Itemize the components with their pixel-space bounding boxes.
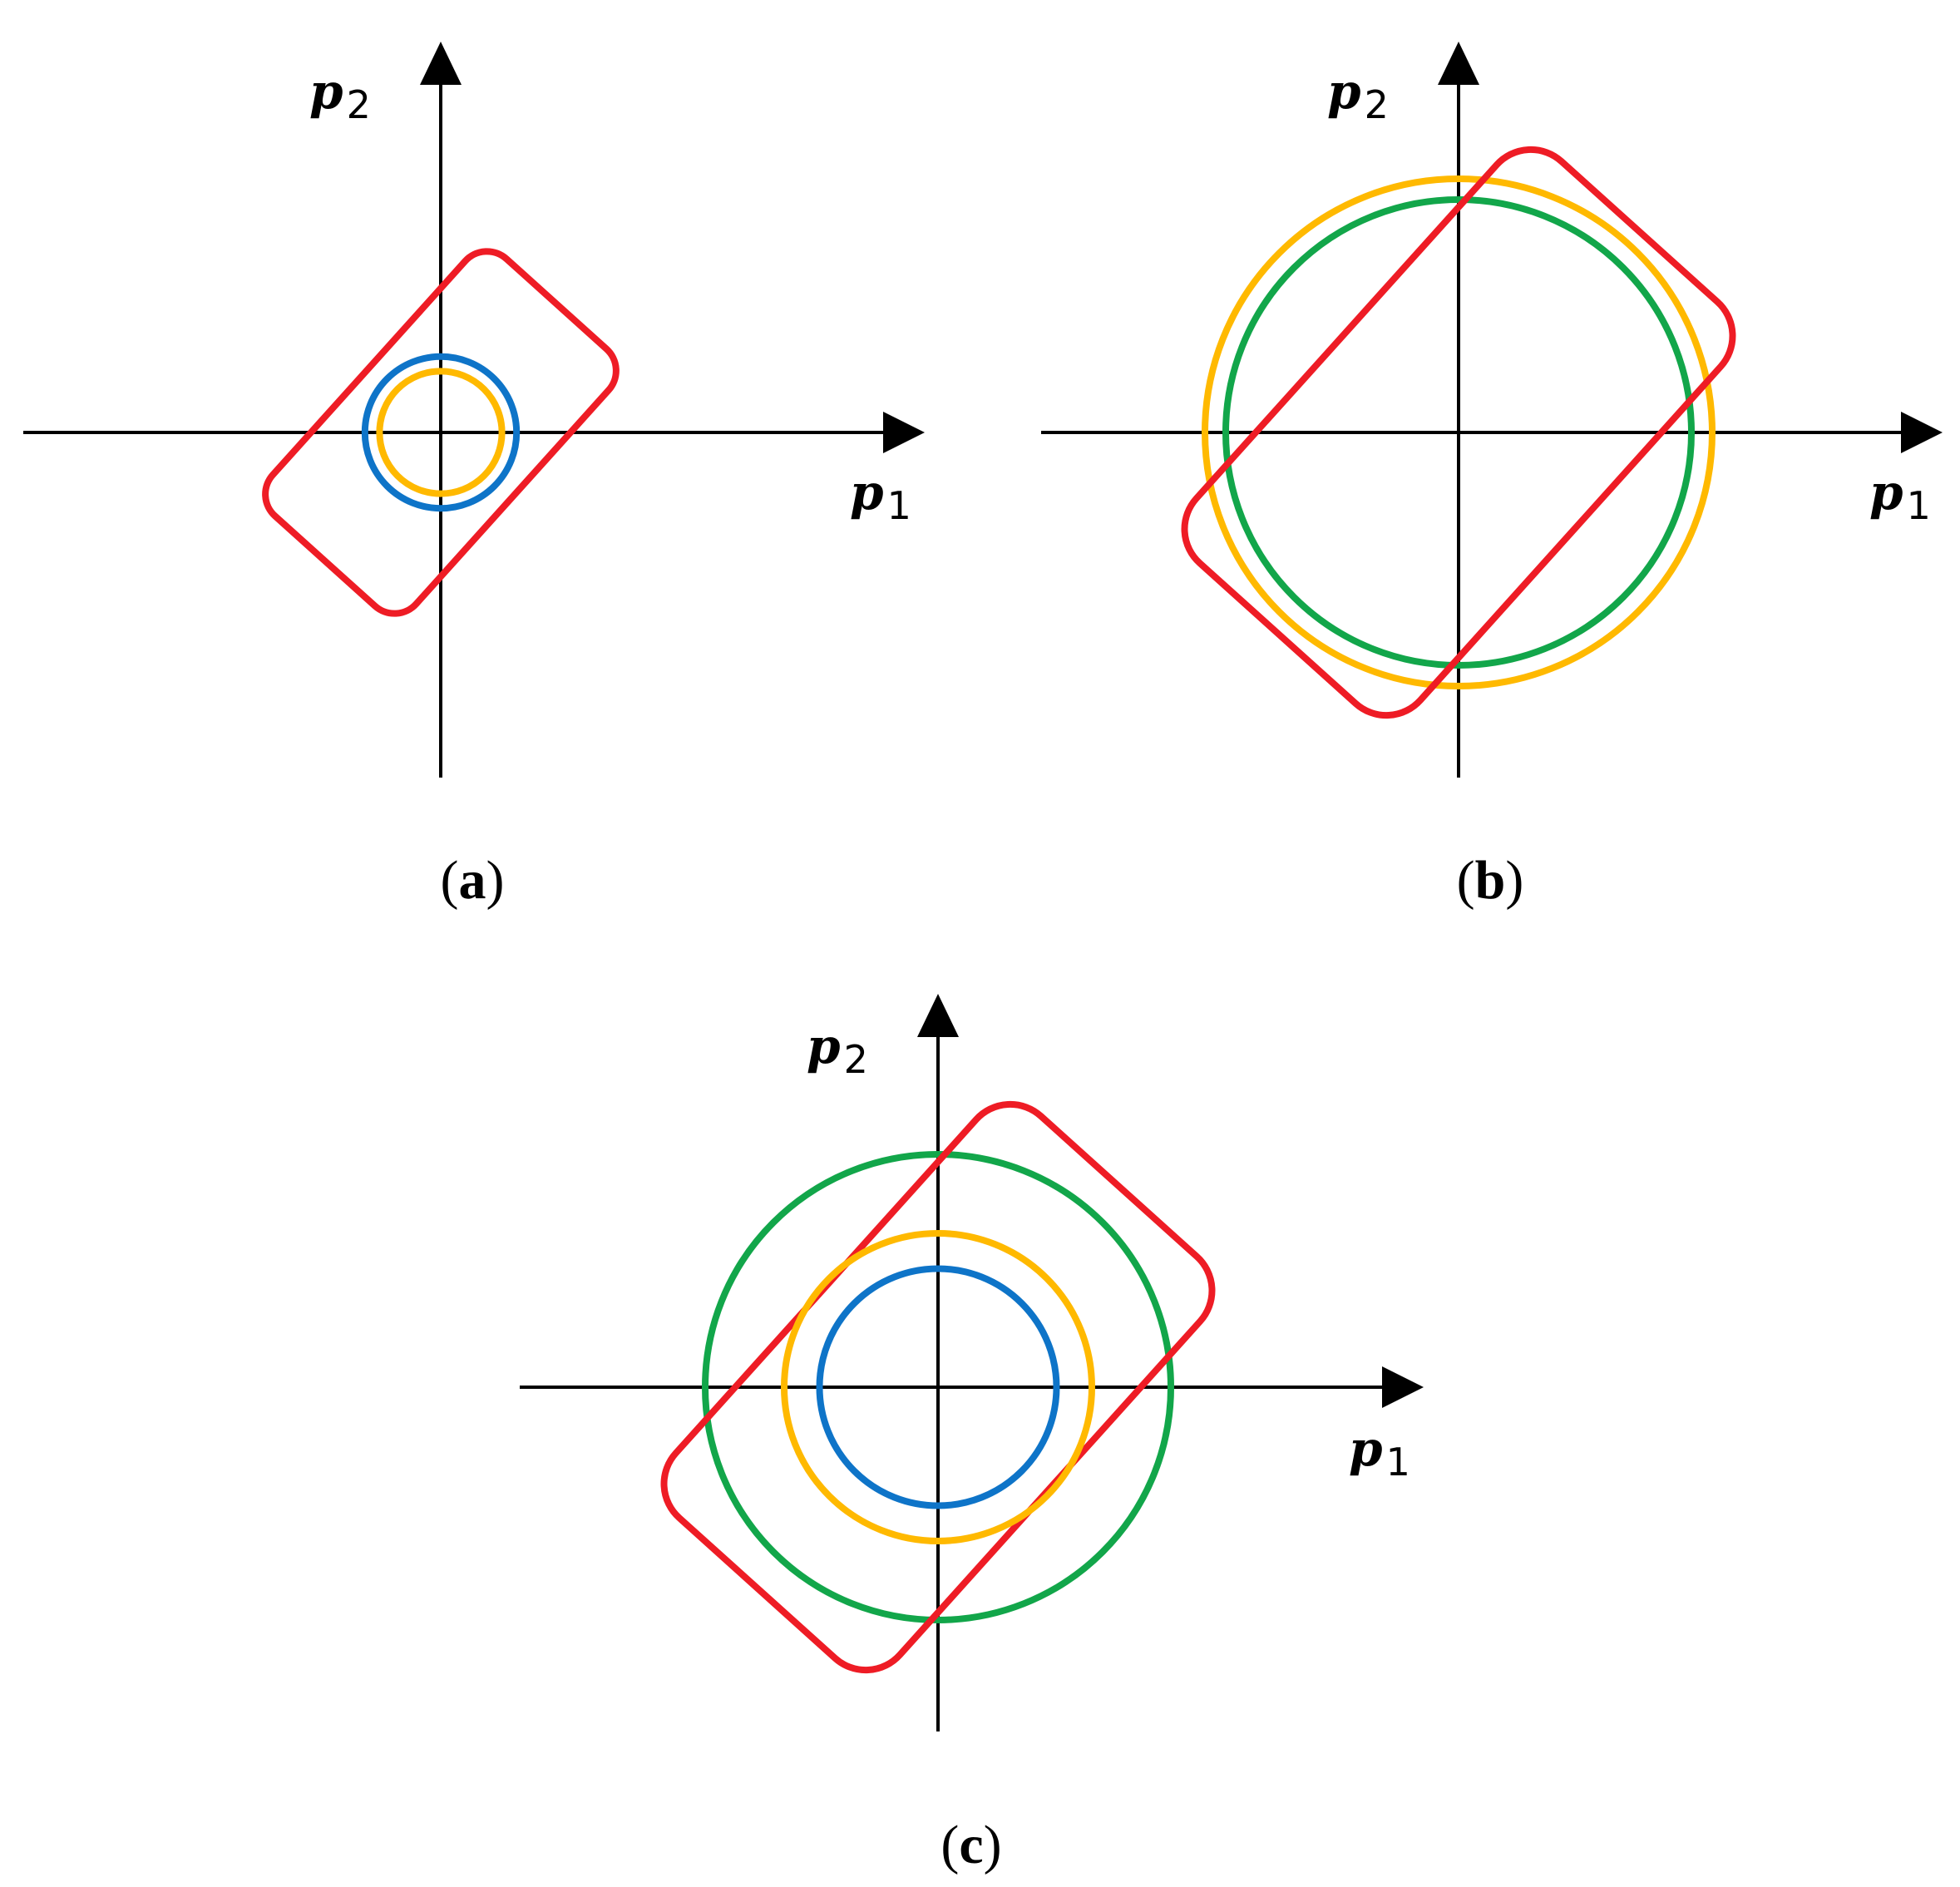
panel-caption: (c) xyxy=(941,1815,1001,1875)
y-axis-arrow xyxy=(420,42,462,85)
red-rounded-rectangle xyxy=(1181,146,1736,719)
yellow-circle xyxy=(376,368,506,497)
x-axis-arrow xyxy=(883,412,925,453)
panel-shapes xyxy=(660,1100,1216,1674)
green-circle xyxy=(702,1151,1174,1623)
yellow-circle xyxy=(781,1230,1095,1544)
panel-b: p1 p2 (b) xyxy=(1041,42,1943,911)
panel-caption: (b) xyxy=(1457,850,1524,911)
green-circle xyxy=(1222,196,1695,669)
y-axis-arrow xyxy=(917,994,959,1037)
panel-shapes xyxy=(1181,146,1736,719)
x-axis-label: p1 xyxy=(850,464,911,528)
panel-shapes xyxy=(262,248,620,617)
panel-caption: (a) xyxy=(441,850,505,911)
panel-a: p1 p2 (a) xyxy=(23,42,925,911)
y-axis-label: p2 xyxy=(309,63,371,127)
x-axis-label: p1 xyxy=(1349,1420,1410,1484)
y-axis-label: p2 xyxy=(807,1018,868,1082)
y-axis-label: p2 xyxy=(1327,63,1389,127)
x-axis-label: p1 xyxy=(1869,464,1931,528)
x-axis-arrow xyxy=(1901,412,1943,453)
x-axis-arrow xyxy=(1382,1366,1424,1408)
blue-circle xyxy=(816,1265,1060,1509)
yellow-circle xyxy=(1202,175,1716,689)
y-axis-arrow xyxy=(1438,42,1479,85)
panel-c: p1 p2 (c) xyxy=(520,994,1424,1875)
red-rounded-rectangle xyxy=(262,248,620,617)
blue-circle xyxy=(361,353,521,512)
